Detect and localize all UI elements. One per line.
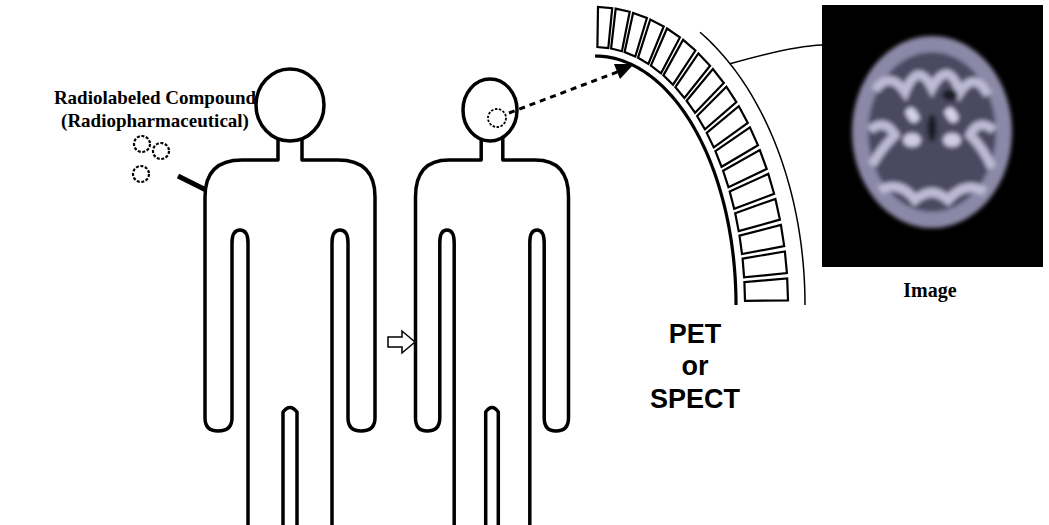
body-outline [205, 138, 375, 525]
head-outline [463, 79, 517, 141]
gyri [870, 74, 994, 200]
tracer-spot [488, 109, 506, 127]
particle [153, 143, 169, 159]
particles [133, 136, 169, 182]
detector-block [743, 252, 787, 278]
bright-spot [903, 133, 921, 147]
emission-arrow [509, 64, 634, 113]
image-frame [822, 5, 1043, 267]
detector-block [740, 225, 785, 254]
detector-block [597, 7, 612, 48]
body-outline [416, 138, 569, 525]
person-figure [416, 79, 569, 525]
brain-outer [852, 36, 1012, 228]
detector-outer-ring [700, 32, 805, 305]
bright-spot [943, 133, 961, 147]
ventricle [927, 114, 937, 142]
modality-label: SPECT [630, 383, 760, 415]
transition-arrow [388, 331, 415, 353]
person-figure [205, 69, 375, 525]
detector-inner-ring [595, 56, 736, 305]
brain-slice [852, 36, 1012, 228]
scan-image [822, 5, 1043, 267]
particle [133, 166, 149, 182]
particle [134, 136, 150, 152]
arrow-head [614, 64, 634, 79]
compound-label: Radiolabeled Compound (Radiopharmaceutic… [30, 86, 280, 132]
detector-ring [595, 7, 822, 305]
image-bracket [730, 45, 822, 64]
brain-white-matter [868, 52, 996, 212]
modality-label: or [630, 350, 760, 382]
head-outline [256, 69, 324, 141]
dotted-line [509, 71, 620, 113]
detector-block [744, 279, 788, 301]
ventricle [942, 89, 958, 101]
modality-label: PET [630, 318, 760, 350]
image-label: Image [870, 278, 990, 302]
